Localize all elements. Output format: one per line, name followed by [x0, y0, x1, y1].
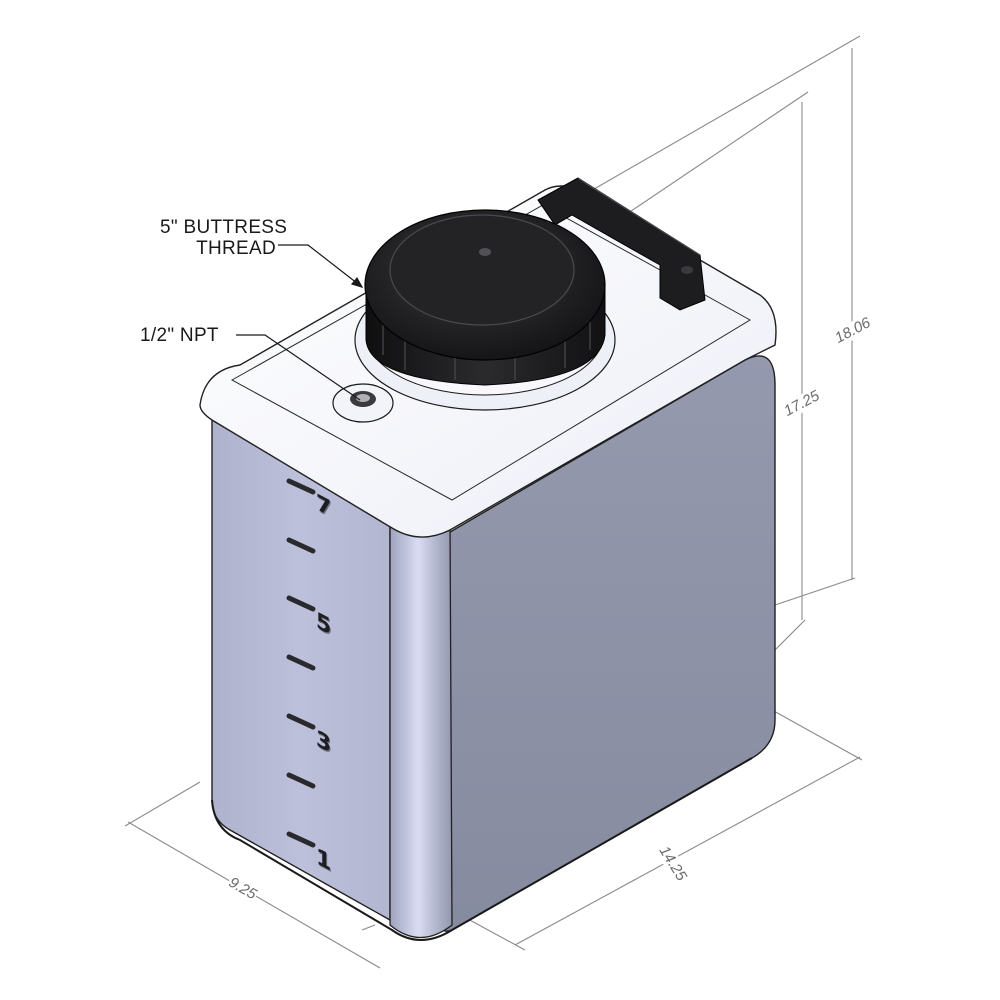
- handle: [537, 177, 706, 311]
- callout-npt: 1/2" NPT: [140, 325, 219, 346]
- callout-buttress-line1: 5" BUTTRESS: [160, 217, 288, 238]
- cap: [364, 209, 606, 386]
- callout-buttress-line2: THREAD: [196, 238, 276, 259]
- gauge-ticks: [286, 478, 316, 848]
- dimension-lines: [124, 35, 863, 969]
- callout-leaders: [236, 244, 364, 401]
- npt-fitting: [332, 383, 394, 423]
- callout-buttress-thread: 5" BUTTRESS THREAD: [160, 217, 288, 259]
